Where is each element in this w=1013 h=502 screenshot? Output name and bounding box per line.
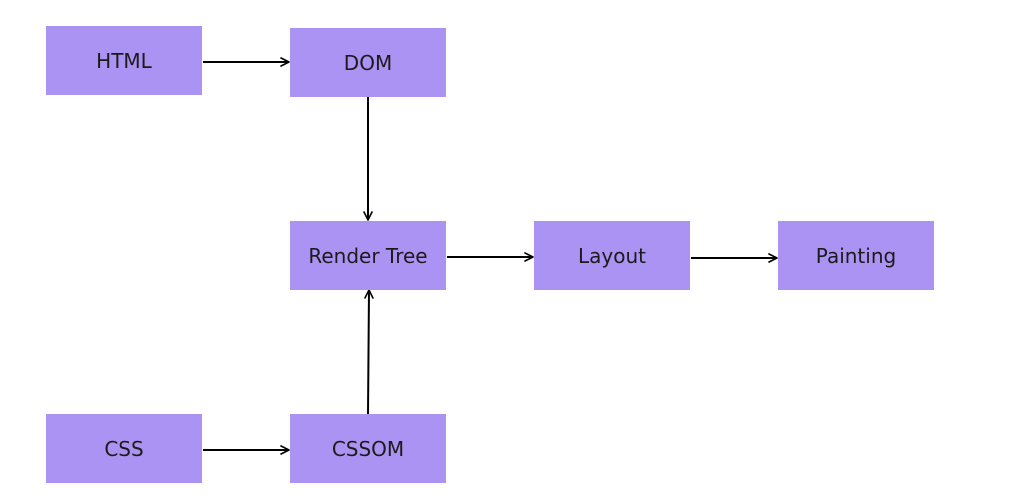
- node-html-label: HTML: [96, 48, 152, 73]
- node-layout: Layout: [534, 221, 690, 290]
- node-dom: DOM: [290, 28, 446, 97]
- node-dom-label: DOM: [343, 50, 393, 75]
- node-painting: Painting: [778, 221, 934, 290]
- node-css-label: CSS: [104, 436, 144, 461]
- node-painting-label: Painting: [815, 243, 897, 268]
- node-html: HTML: [46, 26, 202, 95]
- node-render-tree-label: Render Tree: [308, 243, 428, 268]
- node-cssom: CSSOM: [290, 414, 446, 483]
- node-css: CSS: [46, 414, 202, 483]
- node-cssom-label: CSSOM: [331, 436, 405, 461]
- node-render-tree: Render Tree: [290, 221, 446, 290]
- node-layout-label: Layout: [578, 243, 646, 268]
- edge-cssom-to-render-tree: [364, 289, 374, 415]
